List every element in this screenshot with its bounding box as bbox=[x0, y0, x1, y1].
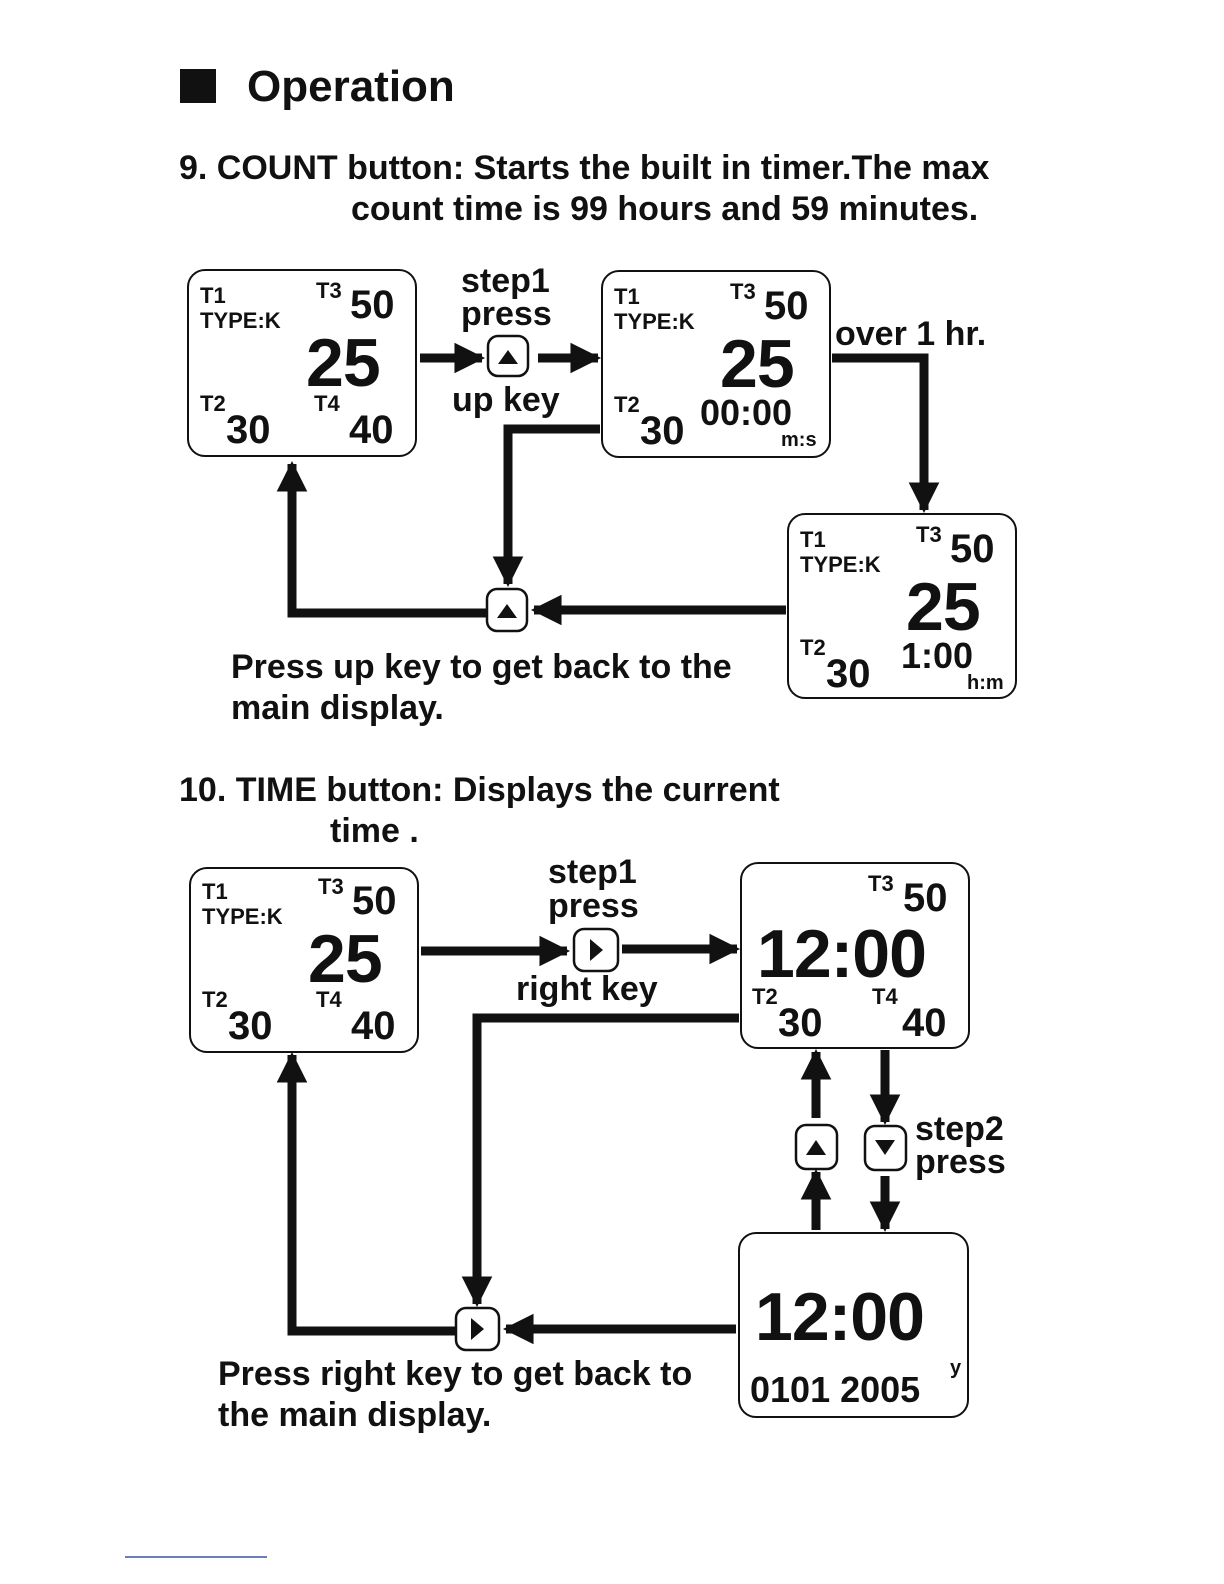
count-display-main: T1 TYPE:K T3 50 25 T2 30 T4 40 bbox=[187, 269, 417, 457]
time-right-key-label: right key bbox=[516, 970, 658, 1008]
timer-value: 00:00 bbox=[700, 392, 793, 433]
timer-unit: m:s bbox=[781, 429, 817, 451]
timer-value: 1:00 bbox=[901, 635, 974, 676]
t4-label: T4 bbox=[872, 984, 898, 1009]
t3-value: 50 bbox=[764, 284, 809, 328]
time-return-line2: the main display. bbox=[218, 1396, 492, 1434]
t3-label: T3 bbox=[318, 874, 344, 899]
t2-value: 30 bbox=[226, 408, 271, 452]
t3-label: T3 bbox=[868, 871, 894, 896]
center-value: 25 bbox=[720, 326, 795, 402]
section-marker-square bbox=[180, 69, 216, 103]
time-heading-line2: time . bbox=[330, 812, 419, 850]
t2-label: T2 bbox=[752, 984, 778, 1009]
t4-value: 40 bbox=[902, 1001, 947, 1045]
count-flow-arrows bbox=[276, 342, 940, 626]
t2-value: 30 bbox=[640, 409, 685, 453]
t2-label: T2 bbox=[202, 987, 228, 1012]
year-unit: y bbox=[950, 1357, 962, 1379]
down-key-icon bbox=[863, 1124, 908, 1172]
type-label: TYPE:K bbox=[200, 308, 281, 333]
time-step1-label: step1 bbox=[548, 853, 637, 891]
time-heading-line1: 10. TIME button: Displays the current bbox=[179, 771, 780, 809]
arrow-clock-to-rightkey bbox=[461, 1013, 739, 1308]
t2-value: 30 bbox=[228, 1004, 273, 1048]
t3-value: 50 bbox=[903, 876, 948, 920]
time-return-line1: Press right key to get back to bbox=[218, 1355, 693, 1393]
count-return-line2: main display. bbox=[231, 689, 444, 727]
timer-unit: h:m bbox=[967, 672, 1004, 694]
type-label: TYPE:K bbox=[202, 904, 283, 929]
count-heading-line1: 9. COUNT button: Starts the built in tim… bbox=[179, 149, 990, 187]
time-step1-press-label: press bbox=[548, 887, 639, 925]
count-display-minsec: T1 TYPE:K T3 50 25 T2 30 00:00 m:s bbox=[601, 270, 831, 458]
t3-value: 50 bbox=[950, 527, 995, 571]
t3-value: 50 bbox=[352, 879, 397, 923]
t2-value: 30 bbox=[826, 652, 871, 696]
up-key-icon bbox=[486, 334, 530, 378]
t1-label: T1 bbox=[800, 527, 826, 552]
t4-label: T4 bbox=[316, 987, 342, 1012]
t3-label: T3 bbox=[916, 522, 942, 547]
t2-label: T2 bbox=[614, 392, 640, 417]
arrow-rightkey-to-main bbox=[276, 1051, 458, 1336]
count-return-line1: Press up key to get back to the bbox=[231, 648, 732, 686]
clock-value: 12:00 bbox=[757, 916, 927, 992]
t2-value: 30 bbox=[778, 1001, 823, 1045]
time-display-main: T1 TYPE:K T3 50 25 T2 30 T4 40 bbox=[189, 867, 419, 1053]
time-step2-press-label: press bbox=[915, 1143, 1006, 1181]
t1-label: T1 bbox=[614, 284, 640, 309]
right-key-icon bbox=[572, 927, 620, 973]
date-value: 0101 2005 bbox=[750, 1369, 921, 1410]
right-key-icon bbox=[454, 1306, 501, 1352]
arrow-minsec-to-upkey bbox=[492, 424, 600, 588]
t4-value: 40 bbox=[351, 1004, 396, 1048]
center-value: 25 bbox=[306, 325, 381, 401]
center-value: 25 bbox=[308, 921, 383, 997]
time-display-clock: T3 50 12:00 T2 30 T4 40 bbox=[740, 862, 970, 1049]
arrow-upkey-to-main bbox=[276, 460, 486, 618]
count-up-key-label: up key bbox=[452, 381, 560, 419]
up-key-icon bbox=[794, 1123, 839, 1171]
count-step1-label: step1 bbox=[461, 262, 550, 300]
count-display-hourmin: T1 TYPE:K T3 50 25 T2 30 1:00 h:m bbox=[787, 513, 1017, 699]
time-flow-arrows bbox=[276, 933, 901, 1345]
count-over-1hr-label: over 1 hr. bbox=[835, 315, 987, 353]
time-display-date: 12:00 0101 2005 y bbox=[738, 1232, 969, 1418]
t4-value: 40 bbox=[349, 408, 394, 452]
count-heading-line2: count time is 99 hours and 59 minutes. bbox=[351, 190, 979, 228]
t4-label: T4 bbox=[314, 391, 340, 416]
t3-label: T3 bbox=[730, 279, 756, 304]
t1-label: T1 bbox=[200, 283, 226, 308]
t2-label: T2 bbox=[200, 391, 226, 416]
t2-label: T2 bbox=[800, 635, 826, 660]
center-value: 25 bbox=[906, 569, 981, 645]
up-key-icon bbox=[485, 587, 529, 633]
t1-label: T1 bbox=[202, 879, 228, 904]
t3-value: 50 bbox=[350, 283, 395, 327]
t3-label: T3 bbox=[316, 278, 342, 303]
type-label: TYPE:K bbox=[800, 552, 881, 577]
arrow-minsec-to-hourmin bbox=[832, 353, 940, 514]
section-title: Operation bbox=[247, 62, 455, 111]
count-step1-press-label: press bbox=[461, 295, 552, 333]
time-step2-label: step2 bbox=[915, 1110, 1004, 1148]
footer-rule bbox=[125, 1556, 267, 1558]
type-label: TYPE:K bbox=[614, 309, 695, 334]
clock-value: 12:00 bbox=[755, 1279, 925, 1355]
